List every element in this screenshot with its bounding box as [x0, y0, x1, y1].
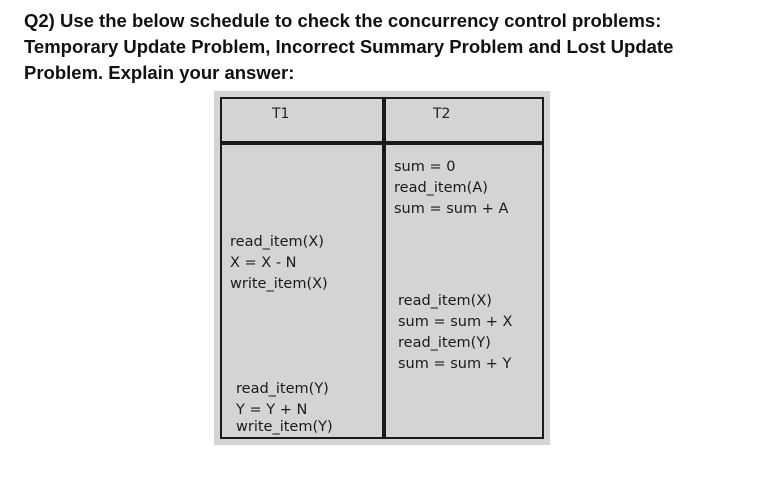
- t1-op-update-y: Y = Y + N: [236, 402, 308, 418]
- t1-op-read-y: read_item(Y): [236, 381, 329, 397]
- t1-op-update-x: X = X - N: [230, 255, 297, 271]
- t2-op-read-a: read_item(A): [394, 180, 488, 196]
- t2-op-sum-add-a: sum = sum + A: [394, 201, 509, 217]
- t1-op-write-y: write_item(Y): [236, 419, 333, 435]
- question-line-3: Problem. Explain your answer:: [24, 62, 295, 83]
- question-text: Q2) Use the below schedule to check the …: [24, 8, 744, 86]
- column-header-t1: T1: [272, 106, 290, 122]
- schedule-table: T1 T2 sum = 0 read_item(A) sum = sum + A…: [214, 91, 550, 445]
- t2-op-read-y: read_item(Y): [398, 335, 491, 351]
- t2-op-sum-add-y: sum = sum + Y: [398, 356, 512, 372]
- body-cell-t2: [382, 141, 544, 439]
- body-cell-t1: [220, 141, 386, 439]
- header-cell-t1: [220, 97, 386, 145]
- t2-op-sum-add-x: sum = sum + X: [398, 314, 513, 330]
- question-line-2: Temporary Update Problem, Incorrect Summ…: [24, 36, 674, 57]
- question-line-1: Q2) Use the below schedule to check the …: [24, 10, 662, 31]
- t1-op-read-x: read_item(X): [230, 234, 324, 250]
- t2-op-sum-init: sum = 0: [394, 159, 456, 175]
- column-header-t2: T2: [433, 106, 451, 122]
- header-cell-t2: [382, 97, 544, 145]
- t1-op-write-x: write_item(X): [230, 276, 328, 292]
- t2-op-read-x: read_item(X): [398, 293, 492, 309]
